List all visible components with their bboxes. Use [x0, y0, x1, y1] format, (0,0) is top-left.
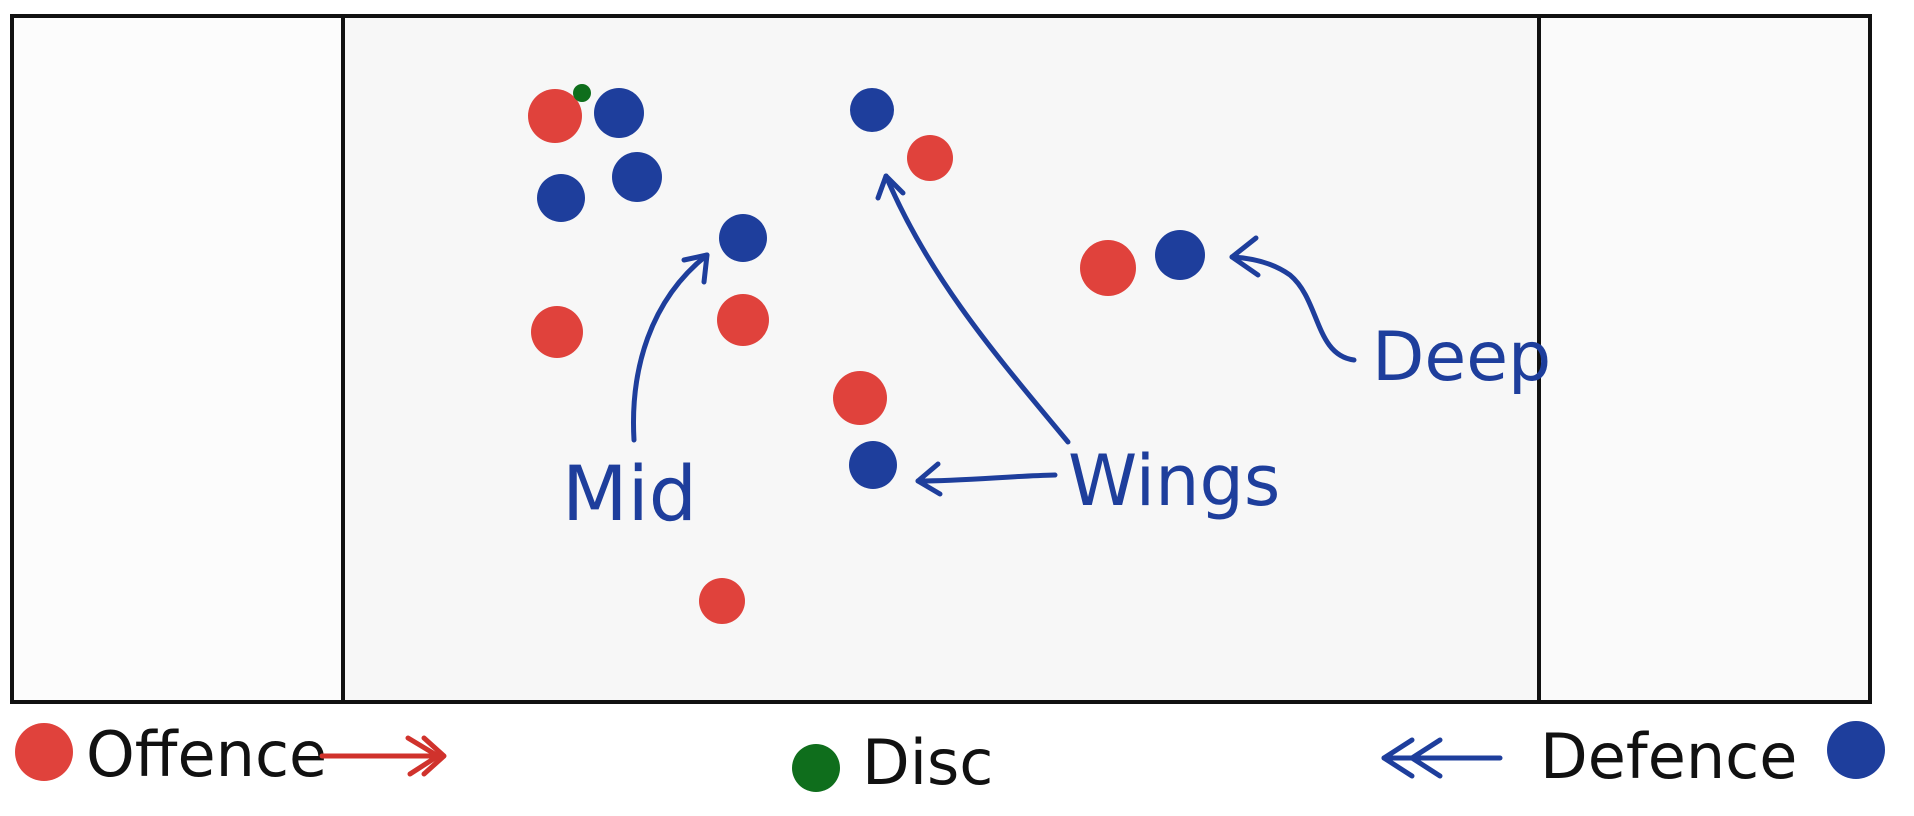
deep-arrow [1229, 254, 1357, 363]
field-outline [10, 14, 1872, 704]
right-endzone [1540, 16, 1868, 702]
defence-player [1155, 230, 1205, 280]
defence-player [537, 174, 585, 222]
mid-arrowhead [681, 252, 710, 285]
offence-player [699, 578, 745, 624]
disc-legend-icon [792, 744, 840, 792]
offence-player [531, 306, 583, 358]
wings-arrow-left [915, 472, 1058, 484]
wings-label: Wings [1068, 440, 1280, 522]
defence-player [612, 152, 662, 202]
deep-label: Deep [1372, 318, 1551, 397]
wings-arrowhead-left [915, 461, 943, 497]
defence-players [537, 88, 1205, 489]
defence-direction-arrow-icon [1381, 737, 1503, 779]
disc-legend-label: Disc [862, 726, 993, 799]
mid-arrow [631, 252, 710, 443]
defence-player [594, 88, 644, 138]
offence-player [1080, 240, 1136, 296]
offence-players [528, 89, 1136, 624]
offence-player [833, 371, 887, 425]
defence-player [849, 441, 897, 489]
mid-label: Mid [562, 449, 697, 538]
annotation-arrows [631, 173, 1357, 497]
offence-legend-label: Offence [86, 718, 327, 791]
deep-arrowhead [1229, 235, 1261, 278]
legend: Offence Disc Defence [15, 718, 1885, 799]
defence-legend-icon [1827, 721, 1885, 779]
offence-legend-icon [15, 723, 73, 781]
defence-legend-label: Defence [1540, 720, 1797, 793]
left-endzone [14, 16, 342, 702]
offence-player [717, 294, 769, 346]
offence-player [528, 89, 582, 143]
offence-direction-arrow-icon [319, 735, 447, 777]
disc-on-field [573, 84, 591, 102]
defence-player [850, 88, 894, 132]
wings-arrow-up [883, 173, 1071, 445]
wings-arrowhead-up [875, 173, 906, 201]
defence-player [719, 214, 767, 262]
field [10, 14, 1872, 704]
offence-player [907, 135, 953, 181]
